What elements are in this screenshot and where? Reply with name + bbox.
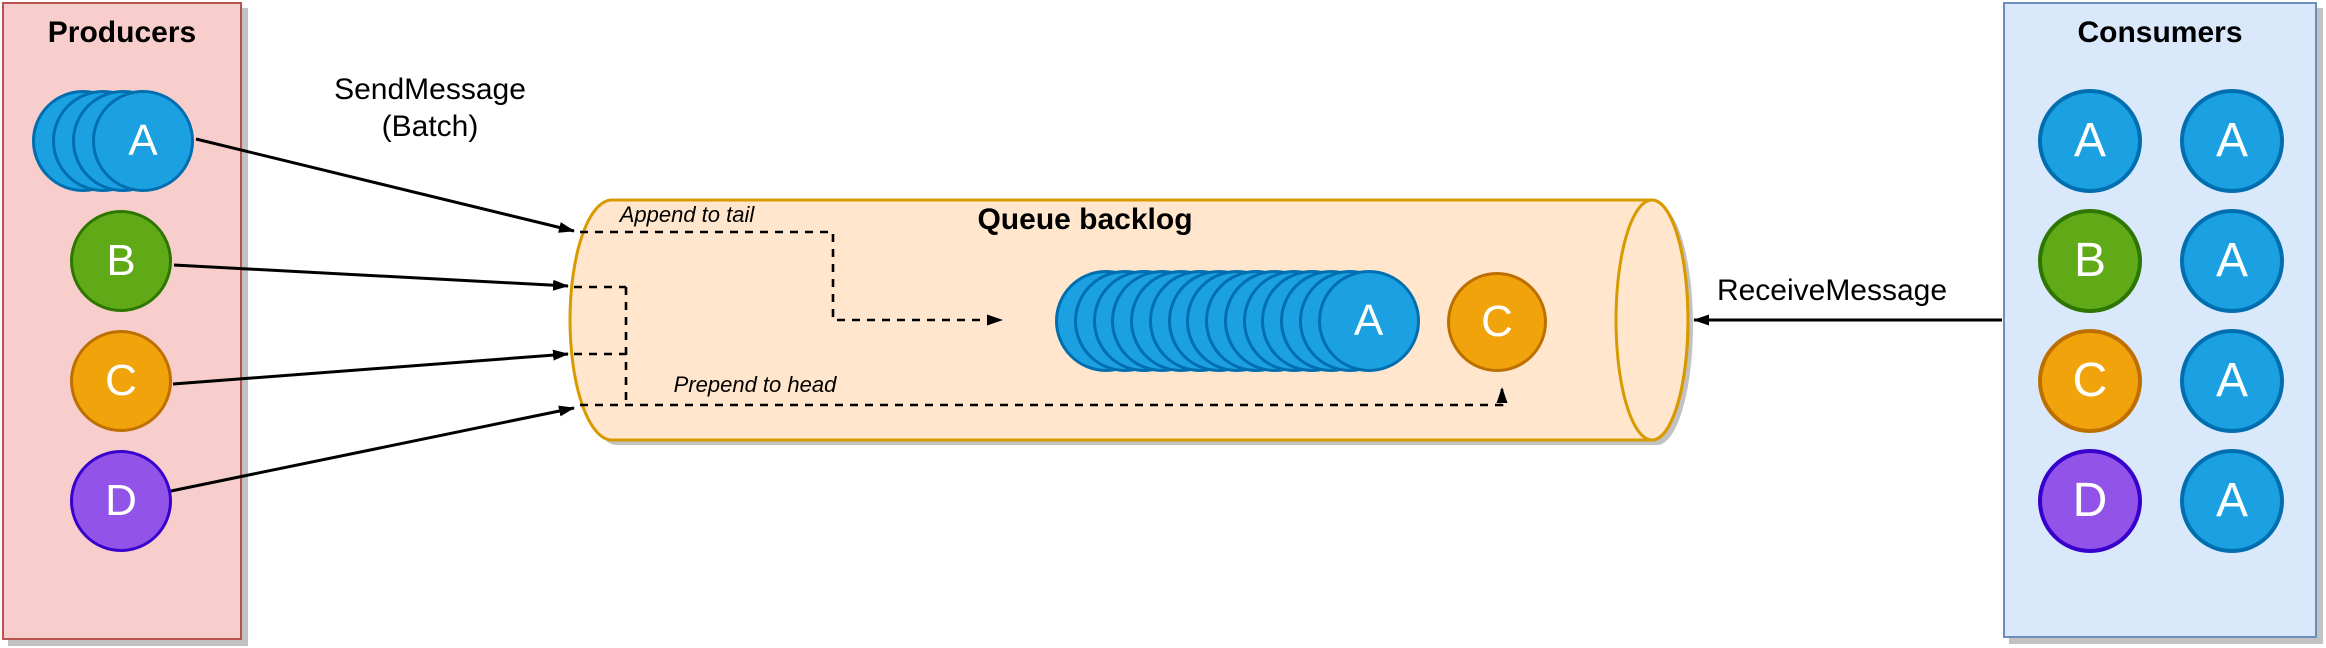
send-message-label-line2: (Batch) bbox=[381, 110, 479, 143]
consumer-node-a: A bbox=[2038, 89, 2142, 193]
consumer-worker-node-1: A bbox=[2180, 89, 2284, 193]
consumer-node-d: D bbox=[2038, 449, 2142, 553]
producer-node-d: D bbox=[70, 450, 172, 552]
consumer-worker-node-4: A bbox=[2180, 449, 2284, 553]
consumers-panel: Consumers bbox=[2003, 2, 2317, 638]
producer-node-c: C bbox=[70, 330, 172, 432]
queue-backlog-message-front: A bbox=[1317, 270, 1420, 372]
consumer-worker-node-2: A bbox=[2180, 209, 2284, 313]
queue-title: Queue backlog bbox=[977, 203, 1193, 236]
consumers-title: Consumers bbox=[2077, 16, 2243, 49]
send-message-label: SendMessage (Batch) bbox=[290, 71, 570, 145]
producers-title: Producers bbox=[47, 16, 197, 49]
append-to-tail-label: Append to tail bbox=[619, 202, 755, 227]
consumer-node-b: B bbox=[2038, 209, 2142, 313]
receive-message-label: ReceiveMessage bbox=[1716, 274, 1948, 307]
consumer-worker-node-3: A bbox=[2180, 329, 2284, 433]
send-message-label-line1: SendMessage bbox=[334, 73, 526, 106]
queue-head-message: C bbox=[1447, 272, 1547, 372]
prepend-to-head-label: Prepend to head bbox=[673, 372, 837, 397]
consumer-node-c: C bbox=[2038, 329, 2142, 433]
producer-node-b: B bbox=[70, 210, 172, 312]
producer-node-a-stack-4: A bbox=[92, 90, 194, 192]
